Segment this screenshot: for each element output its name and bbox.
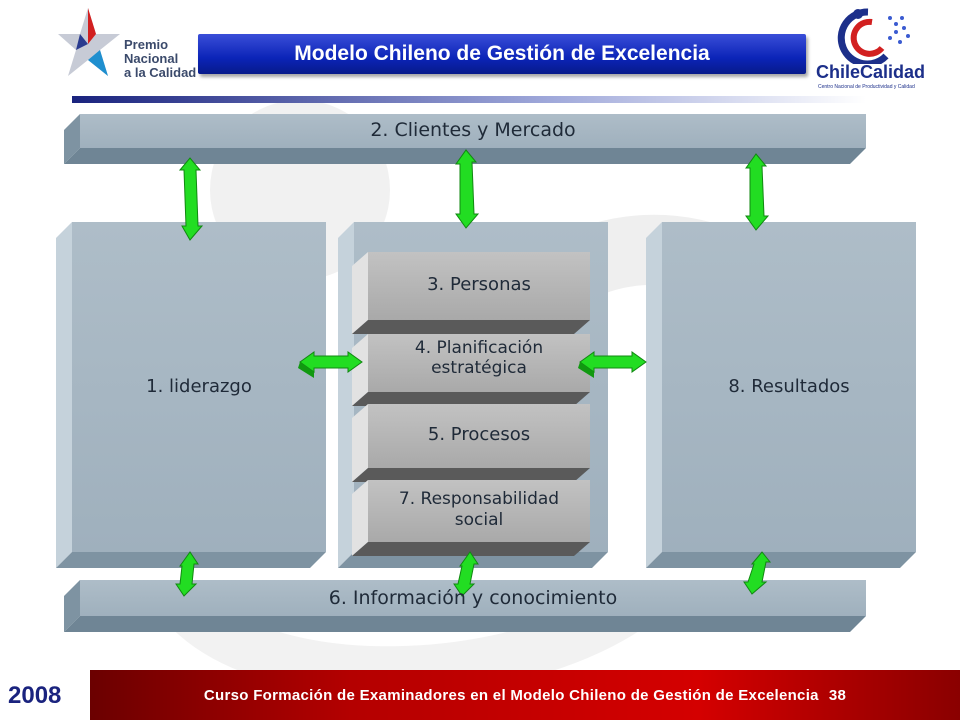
- right-panel-resultados: [646, 222, 916, 568]
- chilecalidad-tagline: Centro Nacional de Productividad y Calid…: [818, 84, 915, 90]
- label-planificacion-line-1: 4. Planificación: [414, 338, 544, 358]
- chilecalidad-logo: ChileCalidad Centro Nacional de Producti…: [812, 4, 925, 96]
- label-procesos: 5. Procesos: [427, 424, 531, 445]
- arrow-bottom-right: [743, 551, 772, 595]
- chilecalidad-emblem-icon: [837, 8, 910, 64]
- label-responsabilidad: 7. Responsabilidad social: [368, 489, 590, 531]
- page-title: Modelo Chileno de Gestión de Excelencia: [294, 42, 710, 65]
- logo-line-3: a la Calidad: [124, 65, 197, 80]
- arrow-top-center: [455, 149, 480, 229]
- arrow-top-right: [745, 153, 770, 231]
- header-divider: [72, 96, 866, 103]
- label-responsabilidad-line-2: social: [454, 510, 504, 530]
- footer-year: 2008: [8, 682, 62, 709]
- arrow-bottom-left: [175, 551, 199, 597]
- inner-box-personas: [352, 252, 590, 334]
- premio-nacional-logo: Premio Nacional a la Calidad: [58, 4, 198, 86]
- arrow-top-left: [178, 157, 204, 241]
- footer-banner: Curso Formación de Examinadores en el Mo…: [90, 670, 960, 720]
- footer-course-text: Curso Formación de Examinadores en el Mo…: [203, 686, 819, 704]
- label-resultados: 8. Resultados: [728, 376, 850, 397]
- arrow-center-right: [578, 351, 647, 378]
- label-planificacion-line-2: estratégica: [431, 358, 527, 378]
- label-liderazgo: 1. liderazgo: [146, 376, 252, 397]
- label-informacion-conocimiento: 6. Información y conocimiento: [328, 587, 618, 609]
- inner-box-procesos: [352, 404, 590, 482]
- inner-box-responsabilidad: [352, 480, 590, 556]
- arrow-left-center: [298, 351, 363, 378]
- logo-line-2: Nacional: [124, 51, 179, 66]
- bottom-bar-informacion: [64, 580, 866, 632]
- inner-box-planificacion: [352, 334, 590, 406]
- page-title-banner: Modelo Chileno de Gestión de Excelencia: [198, 34, 806, 74]
- star-flag-icon: [58, 8, 120, 76]
- left-panel-liderazgo: [56, 222, 326, 568]
- chilecalidad-name: ChileCalidad: [816, 62, 926, 82]
- footer-page-number: 38: [828, 686, 847, 704]
- label-clientes-mercado: 2. Clientes y Mercado: [370, 119, 576, 141]
- label-responsabilidad-line-1: 7. Responsabilidad: [398, 489, 560, 509]
- arrow-bottom-center: [453, 551, 479, 597]
- logo-line-1: Premio: [124, 37, 169, 52]
- label-planificacion: 4. Planificación estratégica: [368, 338, 590, 378]
- top-bar-clientes: [64, 114, 866, 164]
- label-personas: 3. Personas: [427, 274, 531, 295]
